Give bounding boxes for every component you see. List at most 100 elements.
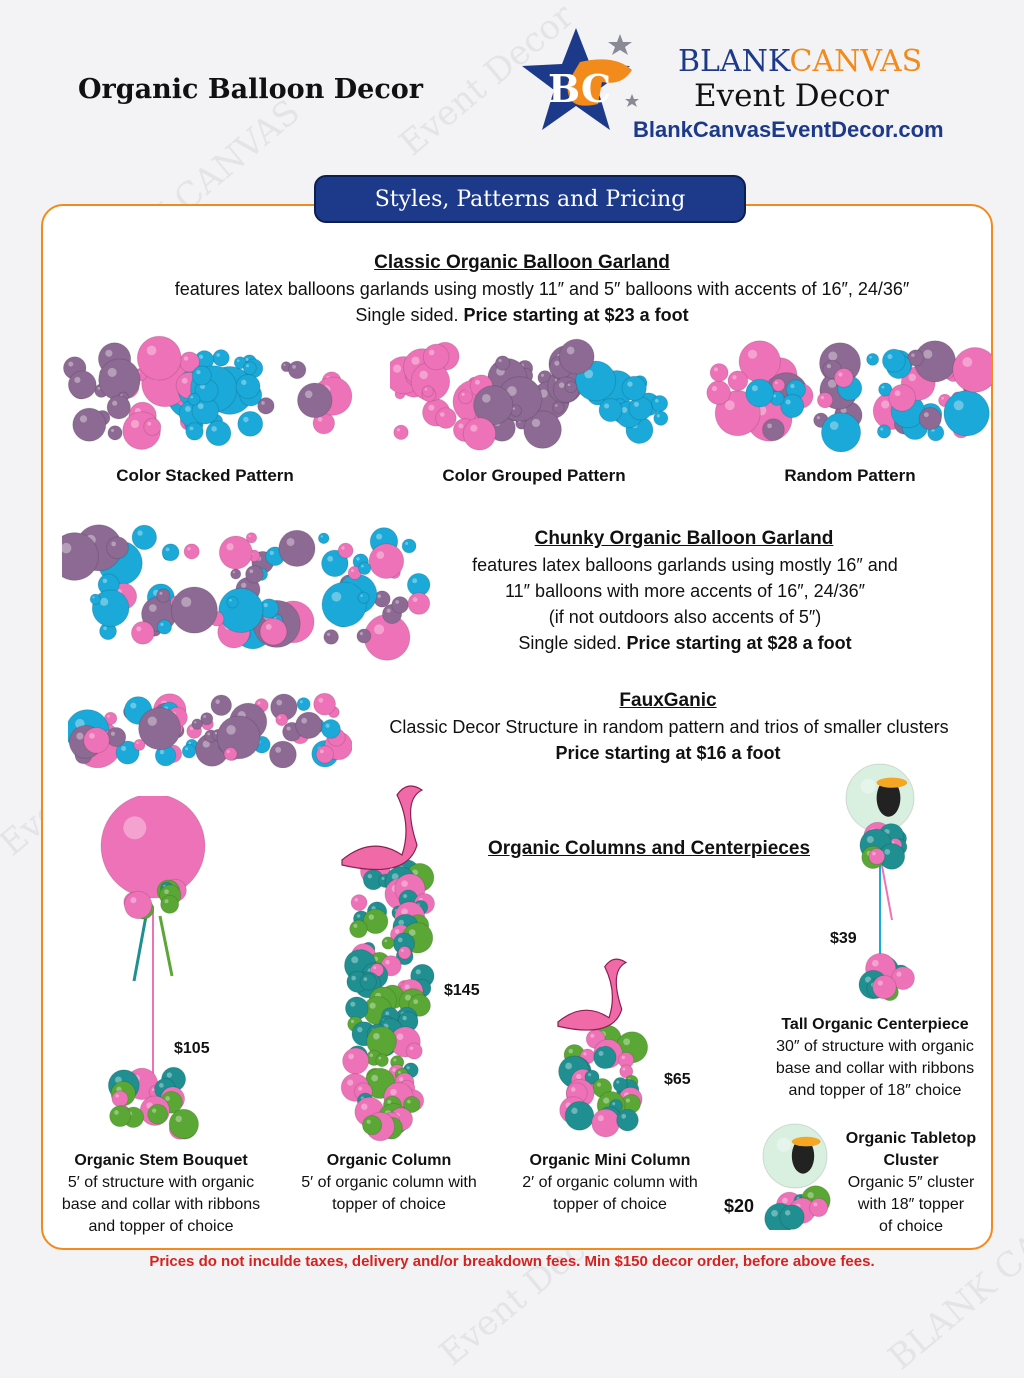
- balloon: [344, 996, 369, 1021]
- balloon-highlight: [953, 400, 964, 411]
- balloon-highlight: [200, 384, 206, 390]
- balloon: [315, 745, 335, 764]
- balloon: [191, 718, 203, 730]
- balloon-highlight: [137, 530, 143, 536]
- page-title: Organic Balloon Decor: [78, 74, 423, 105]
- balloon-highlight: [872, 959, 879, 967]
- balloon: [391, 596, 409, 614]
- ribbon: [132, 915, 148, 982]
- tabletop-cluster-image: [762, 1123, 831, 1230]
- balloon-highlight: [325, 723, 330, 728]
- balloon-highlight: [784, 1210, 791, 1216]
- balloon-highlight: [440, 412, 445, 417]
- balloon-highlight: [401, 908, 408, 915]
- balloon-highlight: [406, 1066, 410, 1070]
- fauxganic-price: Price starting at $16 a foot: [555, 743, 781, 763]
- balloon-highlight: [114, 1110, 119, 1115]
- balloon-highlight: [246, 364, 249, 368]
- mini-column-caption: Organic Mini Column 2′ of organic column…: [508, 1150, 712, 1216]
- balloon-highlight: [621, 1055, 626, 1060]
- website-link[interactable]: BlankCanvasEventDecor.com: [633, 117, 944, 142]
- balloon-highlight: [151, 1088, 155, 1092]
- balloon-highlight: [402, 1015, 407, 1021]
- balloon: [230, 568, 242, 580]
- balloon-highlight: [829, 421, 839, 430]
- ribbon: [879, 854, 893, 921]
- balloon-highlight: [243, 416, 249, 423]
- balloon: [72, 407, 107, 442]
- balloon: [523, 410, 562, 449]
- balloon: [237, 410, 264, 437]
- balloon-highlight: [415, 969, 421, 975]
- balloon-highlight: [130, 419, 140, 429]
- balloon-highlight: [714, 367, 718, 372]
- balloon-highlight: [772, 394, 777, 398]
- balloon-highlight: [369, 1002, 376, 1009]
- balloon-highlight: [116, 1086, 122, 1093]
- balloon-highlight: [347, 1079, 354, 1086]
- balloon-highlight: [962, 357, 973, 367]
- balloon-highlight: [411, 356, 420, 365]
- balloon-highlight: [283, 363, 286, 367]
- balloon-highlight: [121, 745, 127, 752]
- brand-name: BLANKCANVAS: [678, 44, 922, 79]
- balloon: [809, 1197, 829, 1218]
- balloon-highlight: [74, 376, 81, 383]
- balloon-highlight: [884, 849, 891, 855]
- tall-centerpiece-image: [845, 763, 915, 1002]
- balloon-highlight: [226, 750, 230, 754]
- chunky-description-line: (if not outdoors also accents of 5″): [548, 607, 822, 627]
- balloon: [375, 1053, 389, 1068]
- balloon: [205, 420, 232, 447]
- balloon-highlight: [923, 349, 933, 359]
- balloon-highlight: [378, 1056, 382, 1060]
- balloon-highlight: [385, 959, 390, 965]
- balloon-highlight: [348, 1053, 354, 1060]
- balloon-highlight: [386, 608, 391, 613]
- balloon-highlight: [616, 1080, 620, 1084]
- balloon: [779, 1204, 805, 1230]
- balloon-highlight: [358, 1086, 363, 1091]
- balloon-highlight: [612, 1102, 616, 1106]
- balloon-highlight: [136, 626, 142, 632]
- flamingo-topper: [557, 958, 628, 1031]
- balloon-highlight: [183, 356, 189, 361]
- balloon-highlight: [112, 400, 118, 406]
- balloon-highlight: [320, 535, 324, 538]
- balloon: [872, 974, 897, 1000]
- balloon-highlight: [350, 1019, 355, 1024]
- balloon-highlight: [164, 899, 169, 904]
- balloon-highlight: [828, 351, 838, 361]
- mini-column-image: [557, 958, 649, 1138]
- balloon: [218, 535, 253, 570]
- balloon-highlight: [92, 596, 95, 599]
- balloon-highlight: [400, 949, 404, 952]
- balloon-highlight: [249, 569, 254, 574]
- balloon: [321, 549, 349, 578]
- balloon: [223, 746, 238, 761]
- balloon-highlight: [391, 873, 399, 881]
- balloon-highlight: [136, 741, 139, 745]
- balloon: [181, 743, 197, 759]
- balloon: [943, 390, 990, 437]
- balloon-highlight: [458, 423, 464, 429]
- balloon: [212, 349, 230, 367]
- balloon-highlight: [540, 373, 545, 377]
- balloon-highlight: [130, 897, 137, 904]
- balloon: [62, 532, 99, 581]
- balloon-highlight: [331, 591, 342, 602]
- balloon-highlight: [571, 1107, 578, 1114]
- item-desc: base and collar with ribbons: [61, 1196, 261, 1213]
- balloon-highlight: [269, 550, 274, 556]
- balloon: [83, 727, 110, 754]
- balloon-highlight: [598, 1050, 604, 1056]
- item-name: Organic Column: [326, 1152, 452, 1169]
- balloon: [706, 380, 731, 405]
- classic-description: features latex balloons garlands using m…: [174, 279, 910, 299]
- disclaimer: Prices do not inculde taxes, delivery an…: [149, 1253, 875, 1270]
- chunky-price: Price starting at $28 a foot: [626, 633, 852, 653]
- balloon: [268, 740, 297, 768]
- balloon: [317, 532, 330, 545]
- balloon: [245, 565, 264, 584]
- balloon: [407, 592, 431, 615]
